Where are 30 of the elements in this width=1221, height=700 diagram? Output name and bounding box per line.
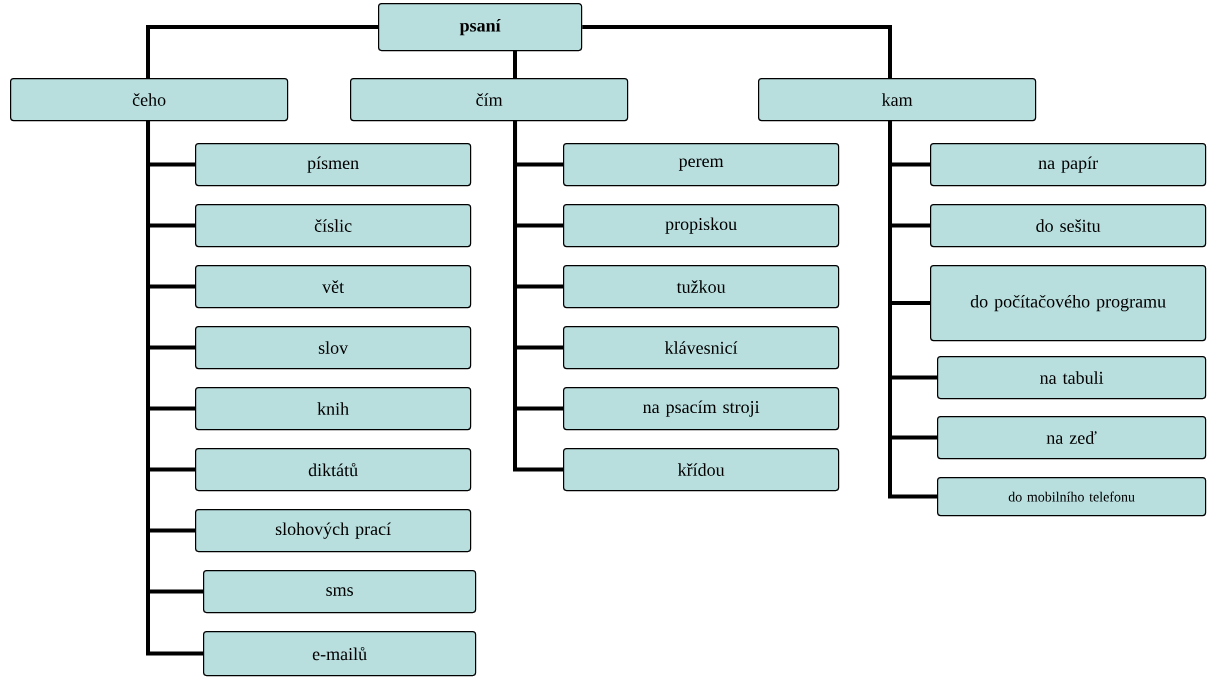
connector-line (888, 120, 937, 499)
item-box: klávesnicí (563, 326, 840, 370)
category-box: čím (350, 78, 629, 122)
connector-line (513, 120, 563, 472)
item-box: křídou (563, 448, 840, 492)
item-box: na zeď (937, 416, 1207, 460)
item-box: do sešitu (930, 204, 1207, 248)
connector-line (146, 25, 378, 78)
item-box: písmen (195, 143, 472, 187)
item-box: sms (203, 570, 477, 614)
item-box: slov (195, 326, 472, 370)
item-box: slohových prací (195, 509, 472, 553)
connector-line (513, 50, 517, 78)
item-box: na tabuli (937, 356, 1207, 400)
item-box: do počítačového programu (930, 265, 1207, 342)
item-box: diktátů (195, 448, 472, 492)
item-box: e-mailů (203, 631, 477, 677)
item-box: vět (195, 265, 472, 309)
connector-line (582, 25, 892, 78)
root-box: psaní (378, 3, 583, 52)
item-box: na papír (930, 143, 1207, 187)
item-box: perem (563, 143, 840, 187)
category-box: čeho (10, 78, 289, 122)
item-box: tužkou (563, 265, 840, 309)
item-box: na psacím stroji (563, 387, 840, 431)
item-box: propiskou (563, 204, 840, 248)
item-box: knih (195, 387, 472, 431)
item-box: číslic (195, 204, 472, 248)
category-box: kam (758, 78, 1037, 122)
item-box: do mobilního telefonu (937, 477, 1207, 517)
